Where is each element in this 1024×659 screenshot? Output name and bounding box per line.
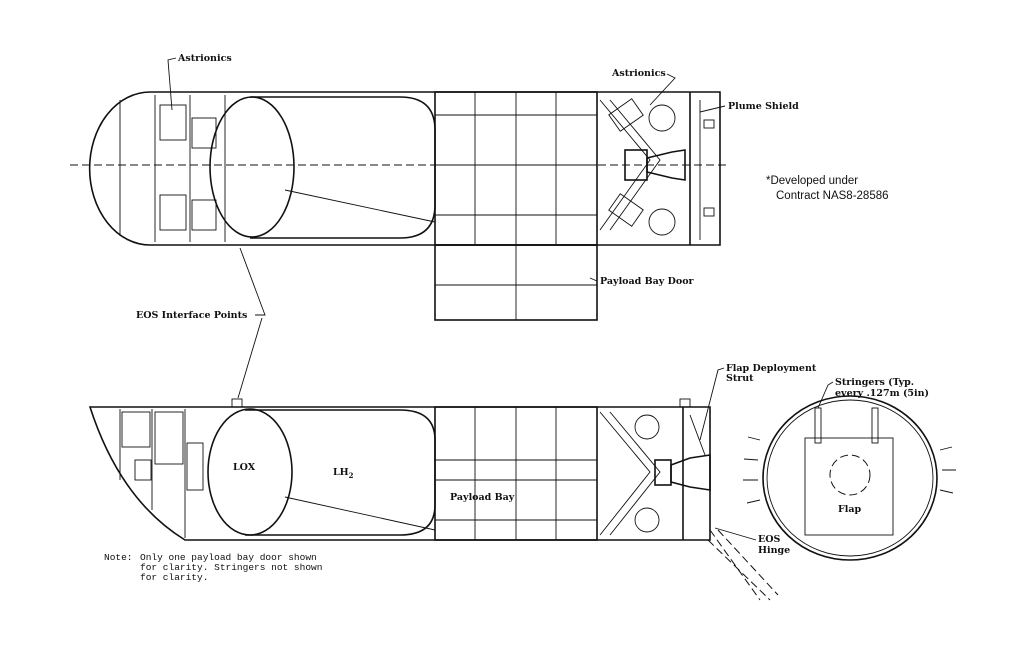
propellant-tank-top: [209, 96, 436, 239]
svg-text:Hinge: Hinge: [758, 545, 790, 556]
svg-text:Note:: Note:: [104, 552, 133, 563]
payload-bay-door: [434, 244, 598, 321]
payload-bay-label: Payload Bay: [450, 492, 515, 503]
top-view: [70, 91, 730, 321]
side-view: LOX LH2 Payload Bay: [88, 395, 956, 601]
label-eos-interface-points: EOS Interface Points: [136, 310, 247, 321]
flap-label: Flap: [838, 504, 862, 515]
propellant-tanks-side: LOX LH2: [207, 408, 436, 536]
svg-text:every .127m (5in): every .127m (5in): [835, 388, 929, 399]
lox-label: LOX: [233, 462, 256, 473]
label-payload-bay-door: Payload Bay Door: [600, 276, 695, 287]
flap-panel: [804, 437, 894, 536]
contract-note: *Developed under Contract NAS8-28586: [766, 175, 889, 202]
label-eos-hinge: EOS: [758, 534, 781, 545]
clarity-note: Note: Only one payload bay door shown fo…: [104, 552, 322, 583]
forward-astrionics-bays: [119, 95, 226, 242]
payload-bay-top: [434, 91, 598, 246]
svg-text:Strut: Strut: [726, 373, 754, 384]
callouts: Astrionics Astrionics Plume Shield Paylo…: [136, 53, 929, 556]
label-stringers: Stringers (Typ.: [835, 377, 914, 388]
label-astrionics-forward: Astrionics: [177, 53, 232, 64]
engine-section-top: [599, 92, 715, 245]
lox-tank: [207, 408, 293, 536]
svg-text:Only one payload bay door show: Only one payload bay door shown: [140, 552, 317, 563]
side-astrionics-bays: [119, 409, 204, 538]
svg-text:for clarity.: for clarity.: [140, 572, 208, 583]
lh2-label: LH2: [333, 467, 354, 480]
label-astrionics-aft: Astrionics: [611, 68, 666, 79]
svg-text:*Developed under: *Developed under: [766, 175, 858, 187]
payload-bay-side: Payload Bay: [434, 406, 598, 541]
side-body-outline: [88, 406, 711, 541]
label-flap-deployment-strut: Flap Deployment: [726, 363, 817, 374]
svg-text:for clarity. Stringers not sh: for clarity. Stringers not shown: [140, 562, 322, 573]
label-plume-shield: Plume Shield: [728, 101, 799, 112]
svg-text:Contract NAS8-28586: Contract NAS8-28586: [776, 190, 889, 202]
cross-section: Flap: [743, 395, 956, 561]
top-body-outline: [88, 91, 721, 246]
engine-section-side: [599, 407, 779, 601]
